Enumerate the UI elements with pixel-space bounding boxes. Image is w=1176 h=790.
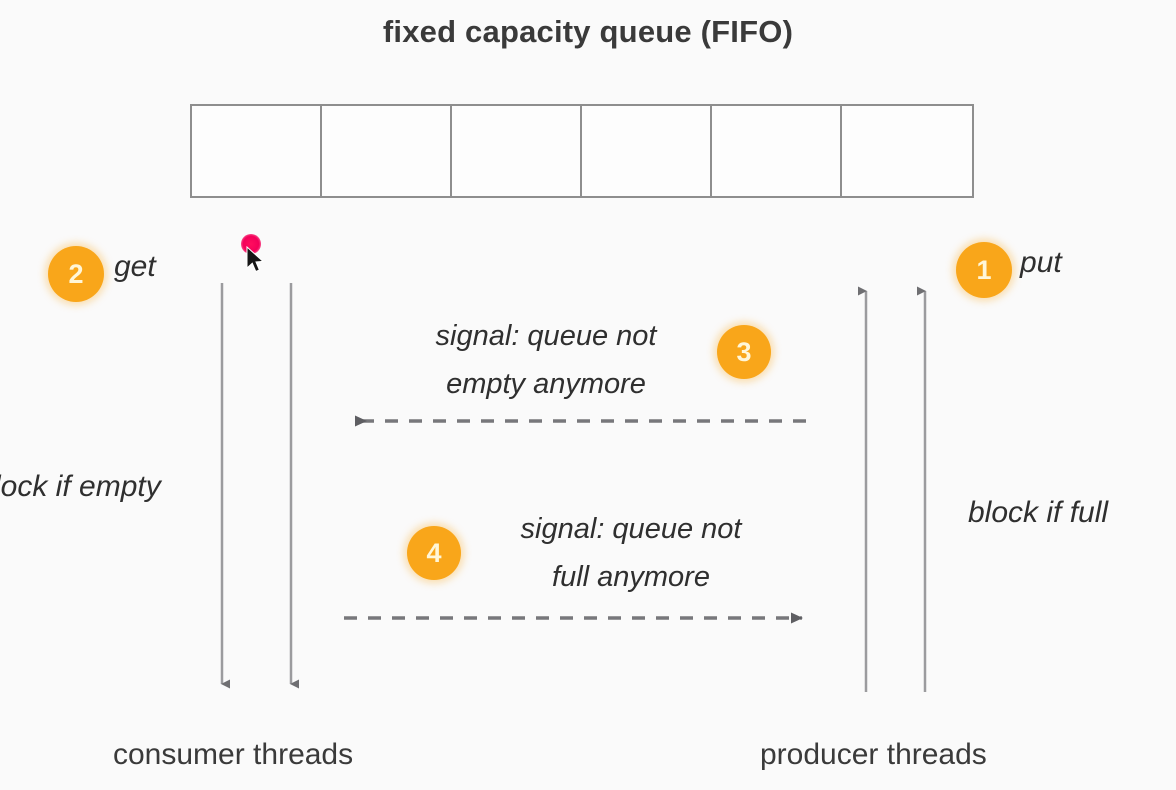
queue-cell[interactable] <box>582 106 712 196</box>
signal-not-empty-text: signal: queue not empty anymore <box>435 320 657 400</box>
label-producer-threads: producer threads <box>760 738 987 771</box>
queue-cell[interactable] <box>322 106 452 196</box>
queue-cell[interactable] <box>452 106 582 196</box>
queue-cell[interactable] <box>712 106 842 196</box>
click-highlight-dot <box>241 234 261 254</box>
queue-cell[interactable] <box>842 106 972 196</box>
badge-signal-not-empty[interactable]: 3 <box>717 325 771 379</box>
fifo-queue <box>190 104 974 198</box>
badge-signal-not-full[interactable]: 4 <box>407 526 461 580</box>
label-get: get <box>114 250 156 283</box>
signal-not-full-text: signal: queue not full anymore <box>520 513 742 593</box>
label-block-if-empty: lock if empty <box>0 470 161 503</box>
label-consumer-threads: consumer threads <box>113 738 354 771</box>
queue-cell[interactable] <box>192 106 322 196</box>
badge-get[interactable]: 2 <box>48 246 104 302</box>
badge-put[interactable]: 1 <box>956 242 1012 298</box>
mouse-cursor-icon <box>246 246 265 273</box>
label-put: put <box>1020 246 1062 279</box>
label-block-if-full: block if full <box>968 496 1109 529</box>
page-title: fixed capacity queue (FIFO) <box>382 14 794 49</box>
